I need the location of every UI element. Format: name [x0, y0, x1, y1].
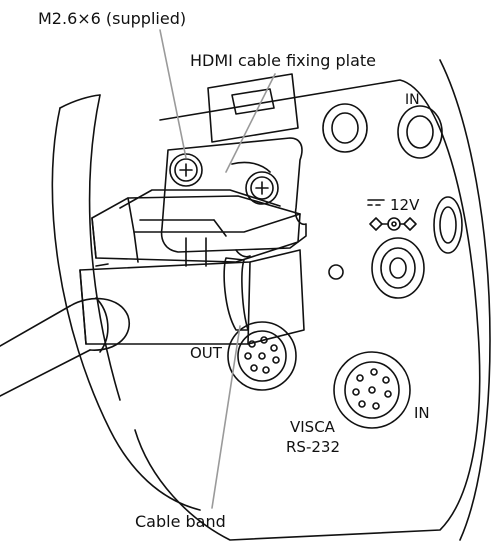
screw-right [245, 171, 279, 205]
upper-panel-box [207, 73, 299, 143]
rs232-marking: RS-232 [286, 438, 340, 456]
screw-left [169, 153, 203, 187]
leader-line-plate [225, 73, 276, 173]
dc-voltage-marking: 12V [390, 196, 420, 214]
cable-band-callout-label: Cable band [135, 512, 226, 531]
in-top-marking: IN [405, 92, 420, 108]
leader-line-band [211, 325, 241, 509]
plate-callout-label: HDMI cable fixing plate [190, 51, 376, 70]
screw-callout-label: M2.6×6 (supplied) [38, 9, 187, 28]
hdmi-cable-clamp [91, 189, 301, 267]
out-marking: OUT [190, 344, 223, 362]
leader-lines [159, 29, 276, 509]
panel-markings: IN 12V OUT VISCA RS-232 IN [190, 92, 430, 456]
cable-band [223, 249, 251, 331]
visca-marking: VISCA [290, 418, 336, 436]
visca-out-port [227, 321, 297, 391]
top-connectors [322, 103, 463, 254]
dc-polarity-symbol [367, 199, 417, 231]
hdmi-cable [0, 297, 130, 397]
visca-in-port [333, 351, 411, 429]
leader-line-screw [159, 29, 187, 159]
dc-input-jack [328, 237, 425, 299]
hdmi-connector-block [79, 249, 305, 345]
in-bottom-marking: IN [414, 404, 430, 422]
